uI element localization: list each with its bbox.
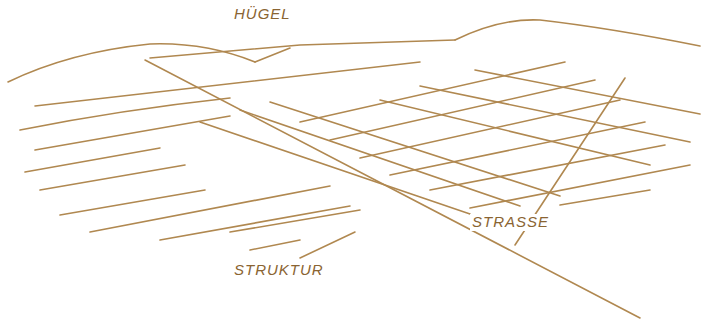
sketch-label: HÜGEL (232, 6, 293, 23)
sketch-label: STRASSE (470, 214, 551, 231)
sketch-label: STRUKTUR (232, 262, 326, 279)
